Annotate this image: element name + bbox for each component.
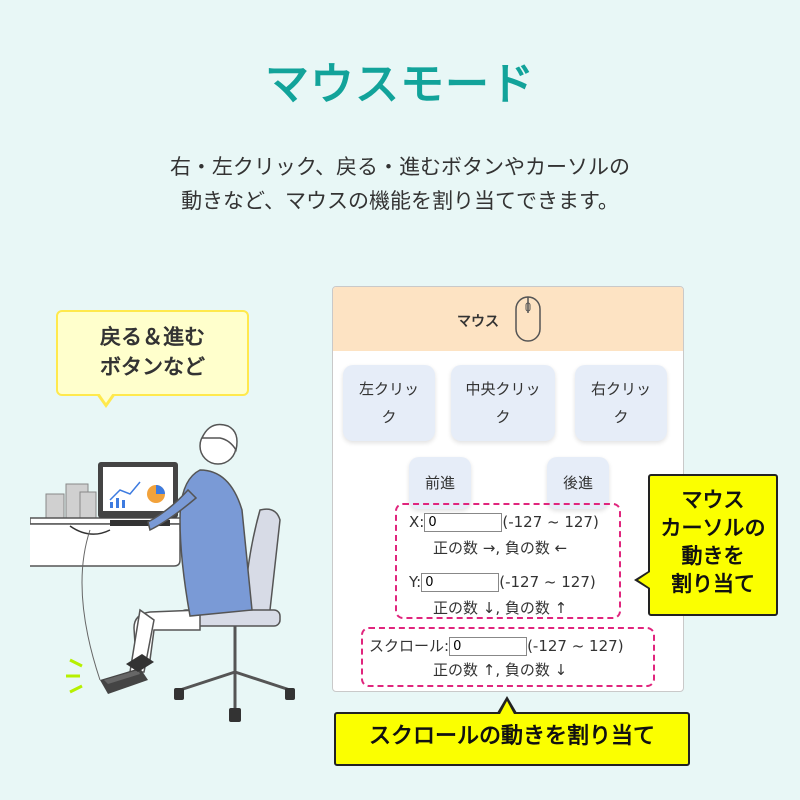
mouse-icon [515,296,541,342]
building-icon [45,483,97,519]
callout-cursor: マウス カーソルの 動きを 割り当て [648,474,778,616]
middle-click-label-1: 中央クリッ [465,380,541,398]
right-click-label-2: ク [613,408,629,426]
y-hint: 正の数 ↓, 負の数 ↑ [433,599,568,617]
callout-cursor-line-3: 動きを [681,544,745,568]
woman-torso [179,469,253,617]
right-click-button[interactable]: 右クリッ ク [575,365,667,441]
bubble-line-1: 戻る＆進む [100,325,205,349]
x-range: (-127 ~ 127) [502,513,599,531]
y-label: Y: [409,573,422,591]
description-line-2: 動きなど、マウスの機能を割り当てできます。 [181,189,619,213]
x-input[interactable] [424,513,503,532]
y-input[interactable] [421,573,500,592]
monitor-icon [98,462,178,518]
x-label: X: [409,513,425,531]
woman-at-desk-illustration [30,423,295,722]
callout-cursor-pointer-inner [638,572,650,588]
panel-header-label: マウス [457,314,499,330]
back-button[interactable]: 後進 [547,457,609,509]
y-row: Y: (-127 ~ 127) [409,573,596,592]
panel-header: マウス [333,287,683,351]
y-range: (-127 ~ 127) [499,573,596,591]
callout-scroll-pointer-inner [500,701,514,714]
mouse-settings-panel: マウス 左クリッ ク 中央クリッ ク 右クリッ ク 前進 後進 X: (-127 … [332,286,684,692]
left-click-button[interactable]: 左クリッ ク [343,365,435,441]
left-click-label-1: 左クリッ [358,380,419,398]
callout-cursor-line-4: 割り当て [671,572,755,596]
scroll-label: スクロール: [369,637,450,655]
foot-switch-icon [100,668,148,694]
callout-scroll: スクロールの動きを割り当て [334,712,690,766]
x-row: X: (-127 ~ 127) [409,513,599,532]
callout-cursor-line-1: マウス [681,488,745,512]
middle-click-button[interactable]: 中央クリッ ク [451,365,555,441]
scroll-hint: 正の数 ↑, 負の数 ↓ [433,661,568,679]
description: 右・左クリック、戻る・進むボタンやカーソルの 動きなど、マウスの機能を割り当てで… [0,150,800,218]
left-click-label-2: ク [381,408,397,426]
scroll-row: スクロール: (-127 ~ 127) [369,635,624,656]
bubble-line-2: ボタンなど [100,355,205,379]
right-click-label-1: 右クリッ [590,380,651,398]
middle-click-label-2: ク [495,408,511,426]
scroll-input[interactable] [449,637,528,656]
bubble-tail-inner [99,393,113,403]
x-hint: 正の数 →, 負の数 ← [433,539,568,557]
cursor-highlight-box [395,503,621,619]
callout-cursor-line-2: カーソルの [660,516,766,540]
forward-button[interactable]: 前進 [409,457,471,509]
speech-bubble: 戻る＆進む ボタンなど [56,310,249,396]
description-line-1: 右・左クリック、戻る・進むボタンやカーソルの [169,155,631,179]
scroll-range: (-127 ~ 127) [527,637,624,655]
scroll-highlight-box [361,627,655,687]
page-title: マウスモード [265,59,535,110]
